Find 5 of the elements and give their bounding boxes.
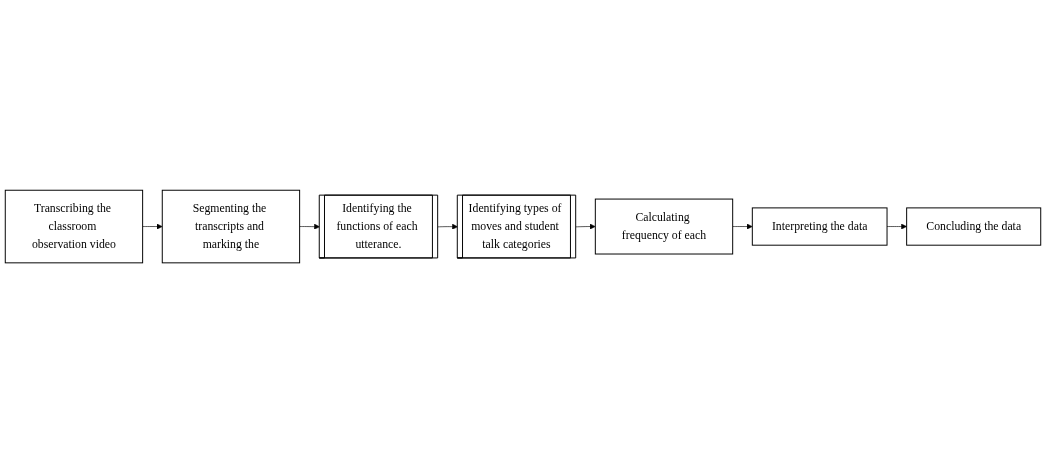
node-box: Concluding the data: [906, 207, 1042, 247]
node-box: Segmenting the transcripts and marking the: [161, 190, 301, 264]
node-box: Transcribing the classroom observation video: [4, 190, 144, 264]
node-box: Interpreting the data: [751, 207, 888, 247]
node-box: Calculating frequency of each: [594, 199, 734, 255]
